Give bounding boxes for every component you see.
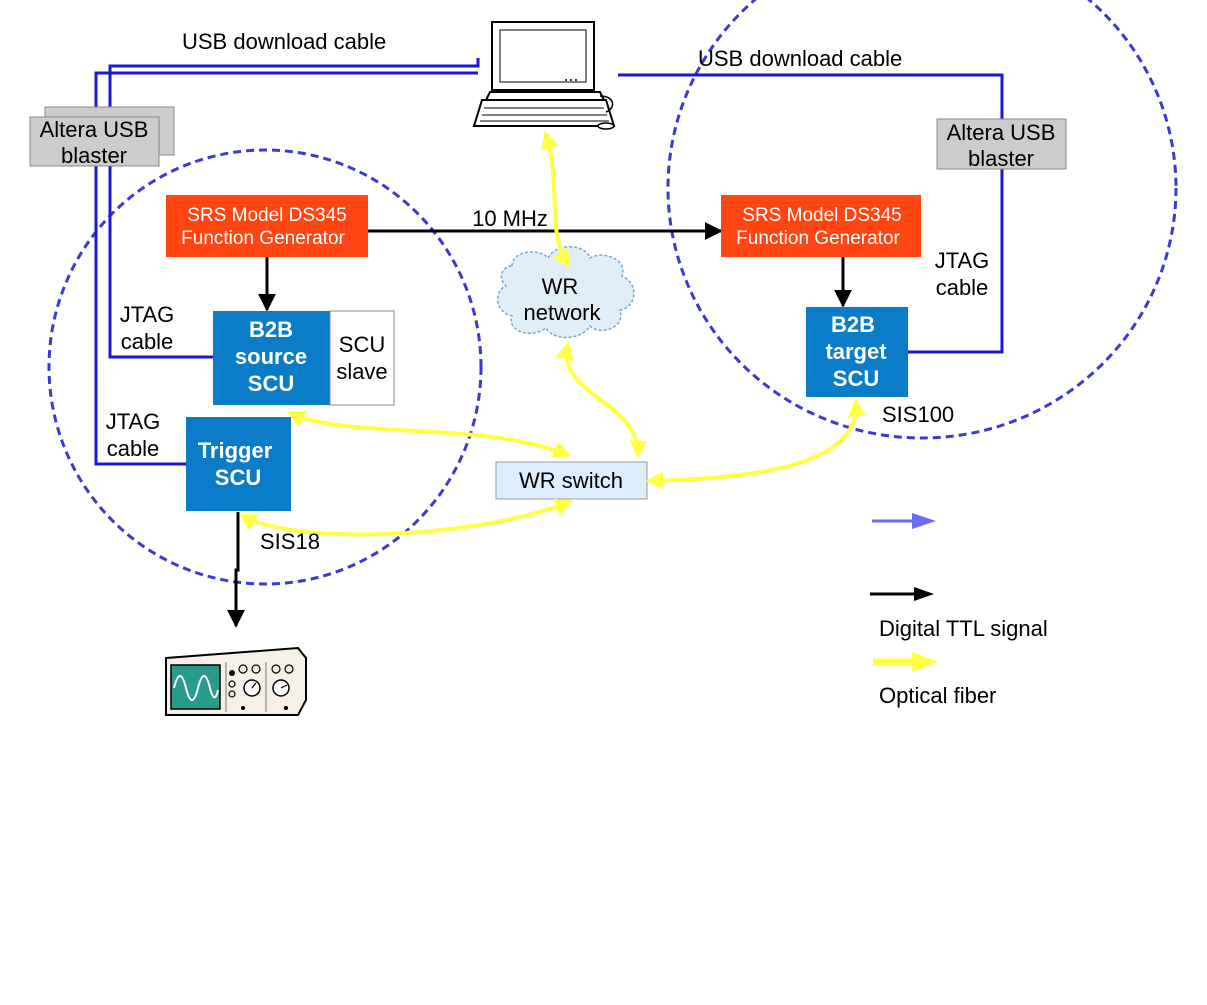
wr-network-line2: network <box>523 300 601 325</box>
b2b-source-line1: B2B <box>249 317 293 342</box>
sis18-zone-circle <box>47 148 483 586</box>
trigger-scu-line1: Trigger <box>198 438 273 463</box>
trigger-scu: Trigger SCU <box>186 417 291 511</box>
b2b-source-line3: SCU <box>248 371 294 396</box>
sis100-zone-circle <box>666 0 1178 440</box>
jtag-label-right-line2: cable <box>936 275 989 300</box>
usb-cable-label-left: USB download cable <box>182 29 386 54</box>
b2b-target-line1: B2B <box>831 312 875 337</box>
function-generator-left: SRS Model DS345 Function Generator <box>166 195 368 257</box>
b2b-target-line3: SCU <box>833 366 879 391</box>
wr-network-cloud: WR network <box>497 246 635 339</box>
wr-network-line1: WR <box>542 274 579 299</box>
legend-ttl-arrow <box>870 587 934 601</box>
scu-slave-line1: SCU <box>339 332 385 357</box>
function-generator-right: SRS Model DS345 Function Generator <box>721 195 921 257</box>
optical-fiber-links <box>238 130 866 537</box>
jtag-label-right-line1: JTAG <box>935 248 990 273</box>
computer-icon <box>472 21 616 130</box>
wr-switch: WR switch <box>495 461 648 500</box>
jtag-label-left-2-line1: JTAG <box>106 409 161 434</box>
legend-fiber-arrow <box>873 652 938 672</box>
jtag-label-left-1-line1: JTAG <box>120 302 175 327</box>
usb-blaster-left-line1: Altera USB <box>40 117 149 142</box>
usb-cable-label-right: USB download cable <box>698 46 902 71</box>
sis100-label: SIS100 <box>882 402 954 427</box>
usb-jtag-cables <box>94 58 1004 466</box>
usb-blaster-left: Altera USB blaster <box>29 106 175 168</box>
legend-usb-arrow <box>872 513 936 529</box>
scu-slave-line2: slave <box>336 359 387 384</box>
b2b-target-scu: B2B target SCU <box>806 307 908 397</box>
b2b-source-line2: source <box>235 344 307 369</box>
legend: Digital TTL signal Optical fiber <box>870 513 1048 708</box>
usb-blaster-right-line1: Altera USB <box>947 120 1056 145</box>
function-generator-left-line2: Function Generator <box>181 228 345 249</box>
function-generator-left-line1: SRS Model DS345 <box>187 205 346 226</box>
trigger-scu-line2: SCU <box>215 465 261 490</box>
sis18-label: SIS18 <box>260 529 320 554</box>
function-generator-right-line2: Function Generator <box>736 228 900 249</box>
scu-slave: SCU slave <box>329 310 395 406</box>
b2b-source-scu: B2B source SCU <box>213 311 330 405</box>
jtag-label-left-1-line2: cable <box>121 329 174 354</box>
usb-blaster-right-line2: blaster <box>968 146 1034 171</box>
wr-switch-label: WR switch <box>519 468 623 493</box>
usb-blaster-right: Altera USB blaster <box>936 118 1067 171</box>
function-generator-right-line1: SRS Model DS345 <box>742 205 901 226</box>
jtag-label-left-2-line2: cable <box>107 436 160 461</box>
usb-blaster-left-line2: blaster <box>61 143 127 168</box>
legend-ttl-label: Digital TTL signal <box>879 616 1048 641</box>
legend-fiber-label: Optical fiber <box>879 683 996 708</box>
ten-mhz-label: 10 MHz <box>472 206 548 231</box>
b2b-target-line2: target <box>825 339 887 364</box>
oscilloscope-icon <box>165 646 307 716</box>
